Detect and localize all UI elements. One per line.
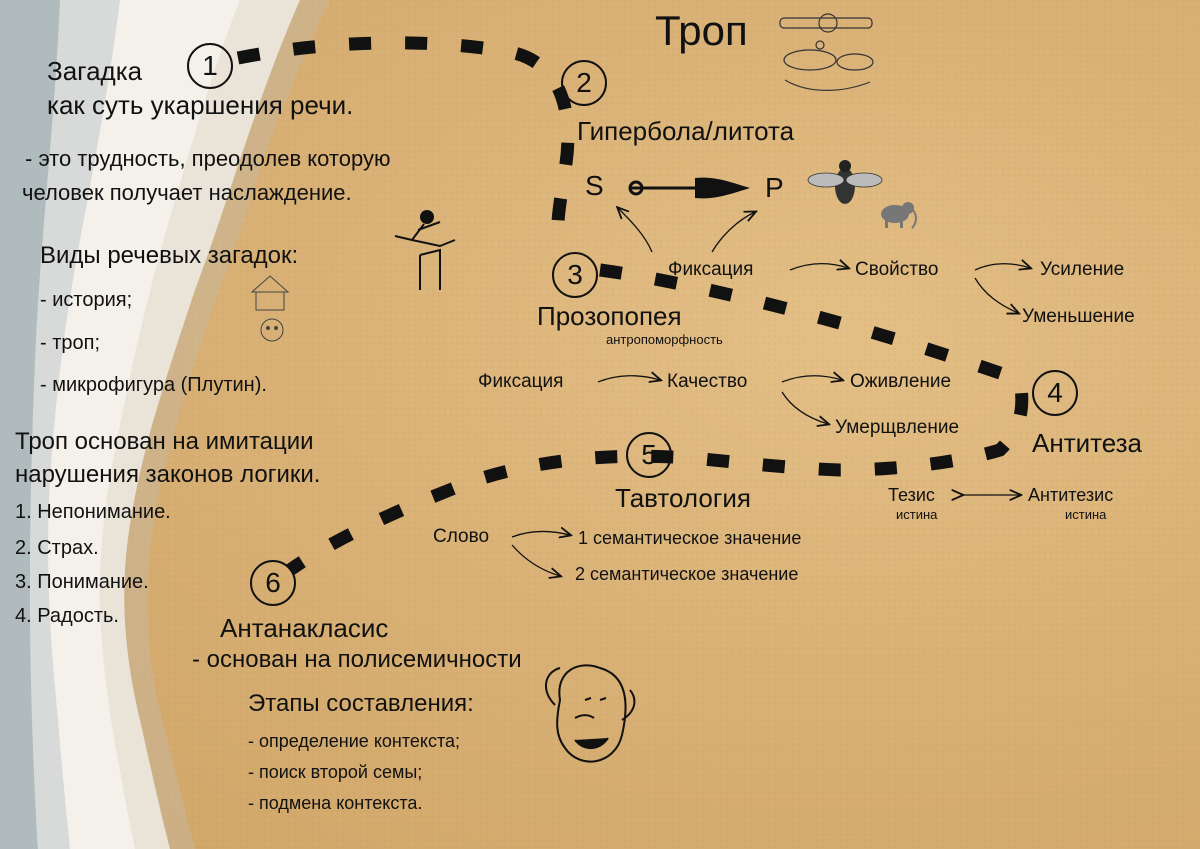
hyperbole-property: Свойство — [855, 259, 939, 280]
elephant-icon — [881, 202, 917, 229]
step-6-number: 6 — [250, 560, 296, 606]
step-6-title: Антанакласис — [220, 613, 389, 643]
antithesis-thesis-note: истина — [896, 507, 938, 522]
step-1-subtitle: как суть укаршения речи. — [47, 90, 354, 120]
antanaclasis-stage-1: - определение контекста; — [248, 731, 461, 751]
prosopopoeia-fixation: Фиксация — [478, 371, 564, 392]
watch-jewelry-icon — [779, 13, 874, 91]
fly-icon — [807, 160, 883, 204]
step-4-title: Антитеза — [1032, 428, 1143, 458]
trope-stage-1: 1. Непонимание. — [15, 501, 171, 523]
antithesis-antithesis: Антитезис — [1028, 485, 1114, 505]
step-2-number: 2 — [561, 60, 607, 106]
step-3-title: Прозопопея — [537, 301, 682, 331]
step-3-number: 3 — [552, 252, 598, 298]
step-6-note: - основан на полисемичности — [192, 646, 522, 673]
trope-stage-3: 3. Понимание. — [15, 571, 149, 593]
surf-foam — [0, 0, 330, 849]
tautology-meaning-2: 2 семантическое значение — [575, 564, 799, 584]
step-5-title: Тавтология — [615, 483, 751, 513]
riddle-kind-2: - троп; — [40, 332, 101, 354]
tautology-meaning-1: 1 семантическое значение — [578, 528, 802, 548]
prosopopoeia-deadening: Умерщвление — [835, 417, 960, 438]
step-1-number: 1 — [187, 43, 233, 89]
antanaclasis-stages-heading: Этапы составления: — [248, 690, 474, 717]
hyperbole-p-label: P — [765, 172, 784, 203]
antithesis-thesis: Тезис — [888, 485, 935, 505]
riddle-definition-line1: - это трудность, преодолев которую — [25, 146, 391, 171]
antanaclasis-stage-2: - поиск второй семы; — [248, 762, 423, 782]
antanaclasis-stage-3: - подмена контекста. — [248, 793, 423, 813]
laughing-woman-icon — [545, 664, 636, 763]
s-to-p-start — [628, 180, 644, 196]
hyperbole-fixation: Фиксация — [668, 259, 754, 280]
antithesis-antithesis-note: истина — [1065, 507, 1107, 522]
s-to-p-head — [695, 177, 750, 199]
trope-stage-2: 2. Страх. — [15, 537, 99, 559]
step-5-number: 5 — [626, 432, 672, 478]
tautology-word: Слово — [433, 526, 490, 547]
route-path — [236, 36, 1029, 576]
trope-logic-line2: нарушения законов логики. — [15, 461, 321, 488]
riddle-definition-line2: человек получает наслаждение. — [22, 180, 352, 205]
runner-hurdle-icon — [394, 210, 456, 290]
trope-stage-4: 4. Радость. — [15, 605, 119, 627]
riddle-kind-3: - микрофигура (Плутин). — [40, 374, 267, 396]
hyperbole-s-label: S — [585, 170, 604, 201]
step-1-title: Загадка — [47, 56, 143, 86]
step-3-note: антропоморфность — [606, 332, 723, 347]
trope-logic-line1: Троп основан на имитации — [15, 428, 314, 455]
hyperbole-increase: Усиление — [1040, 259, 1125, 280]
step-2-title: Гипербола/литота — [577, 116, 795, 146]
page-title: Троп — [655, 7, 748, 54]
prosopopoeia-animation: Оживление — [850, 371, 952, 392]
hyperbole-decrease: Уменьшение — [1022, 306, 1135, 327]
step-4-number: 4 — [1032, 370, 1078, 416]
prosopopoeia-quality: Качество — [667, 371, 748, 392]
house-sketch-icon — [250, 275, 290, 342]
riddle-kinds-heading: Виды речевых загадок: — [40, 242, 299, 269]
riddle-kind-1: - история; — [40, 289, 133, 311]
